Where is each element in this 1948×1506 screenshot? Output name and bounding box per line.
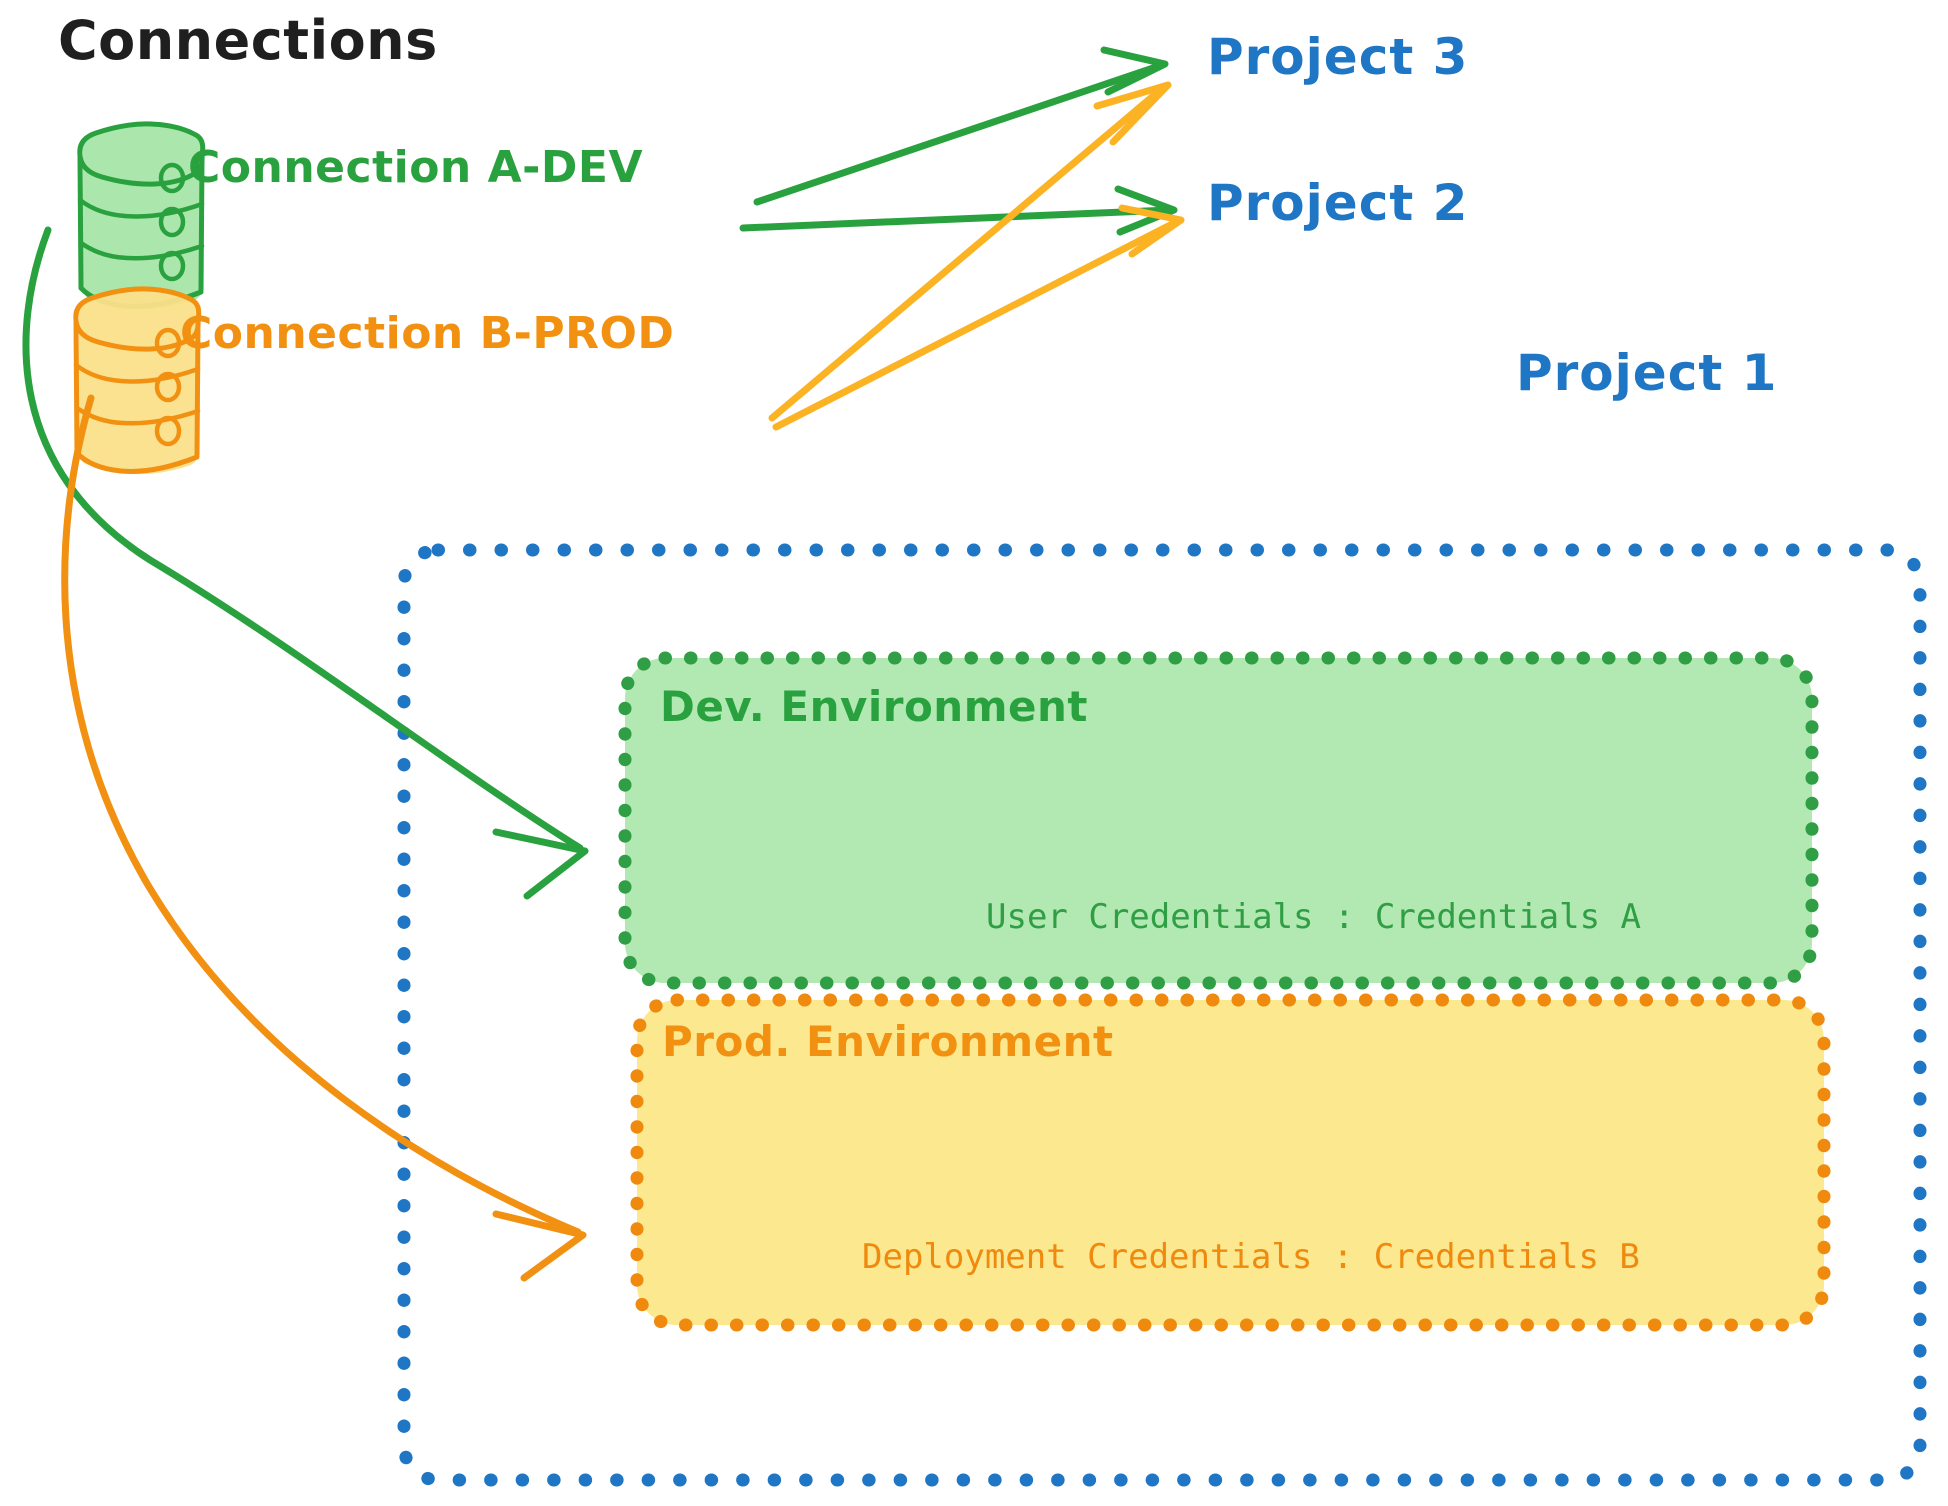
arrow-conn-b-to-project-2 — [772, 204, 1185, 431]
page-title: Connections — [58, 9, 438, 72]
project-3-label[interactable]: Project 3 — [1207, 28, 1469, 86]
prod-environment-title: Prod. Environment — [662, 1017, 1114, 1066]
connection-a-dev-label[interactable]: Connection A-DEV — [188, 142, 644, 193]
dev-environment-box[interactable] — [618, 651, 1819, 990]
arrow-conn-b-to-project-3 — [768, 81, 1172, 422]
database-icon-connection-b-prod[interactable] — [73, 286, 202, 475]
project-2-label[interactable]: Project 2 — [1207, 174, 1469, 232]
connection-b-prod-label[interactable]: Connection B-PROD — [180, 308, 675, 359]
prod-environment-box[interactable] — [630, 993, 1831, 1332]
database-icon-connection-a-dev[interactable] — [77, 121, 206, 310]
dev-environment-title: Dev. Environment — [660, 682, 1088, 731]
arrow-conn-a-to-project-2 — [739, 185, 1178, 236]
project-1-label[interactable]: Project 1 — [1516, 344, 1778, 402]
arrow-conn-b-to-prod-environment — [61, 394, 587, 1282]
arrow-conn-a-to-dev-environment — [22, 226, 589, 900]
project-1-container-border — [397, 543, 1927, 1487]
prod-environment-credentials: Deployment Credentials : Credentials B — [862, 1237, 1640, 1277]
dev-environment-credentials: User Credentials : Credentials A — [986, 897, 1642, 937]
arrow-conn-a-to-project-3 — [753, 46, 1169, 206]
